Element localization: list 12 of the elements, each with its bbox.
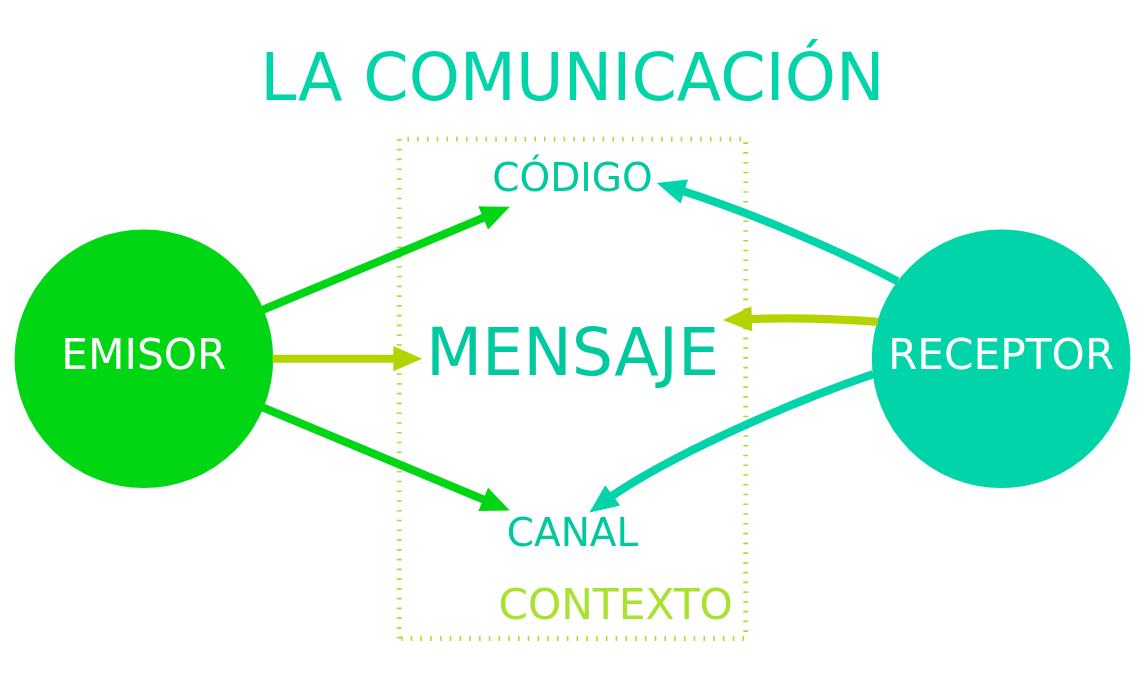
arrow [261, 205, 510, 314]
arrow [589, 369, 875, 513]
node-circle: EMISOR [14, 228, 274, 488]
node-text: CANAL [506, 509, 639, 555]
arrow [261, 403, 510, 511]
arrow [272, 345, 423, 371]
arrow [656, 178, 900, 285]
diagram-title: LA COMUNICACIÓN [260, 39, 885, 115]
node-circle: RECEPTOR [871, 228, 1131, 488]
node-text: MENSAJE [425, 314, 720, 390]
node-text: CÓDIGO [492, 154, 653, 200]
arrow [722, 305, 879, 331]
